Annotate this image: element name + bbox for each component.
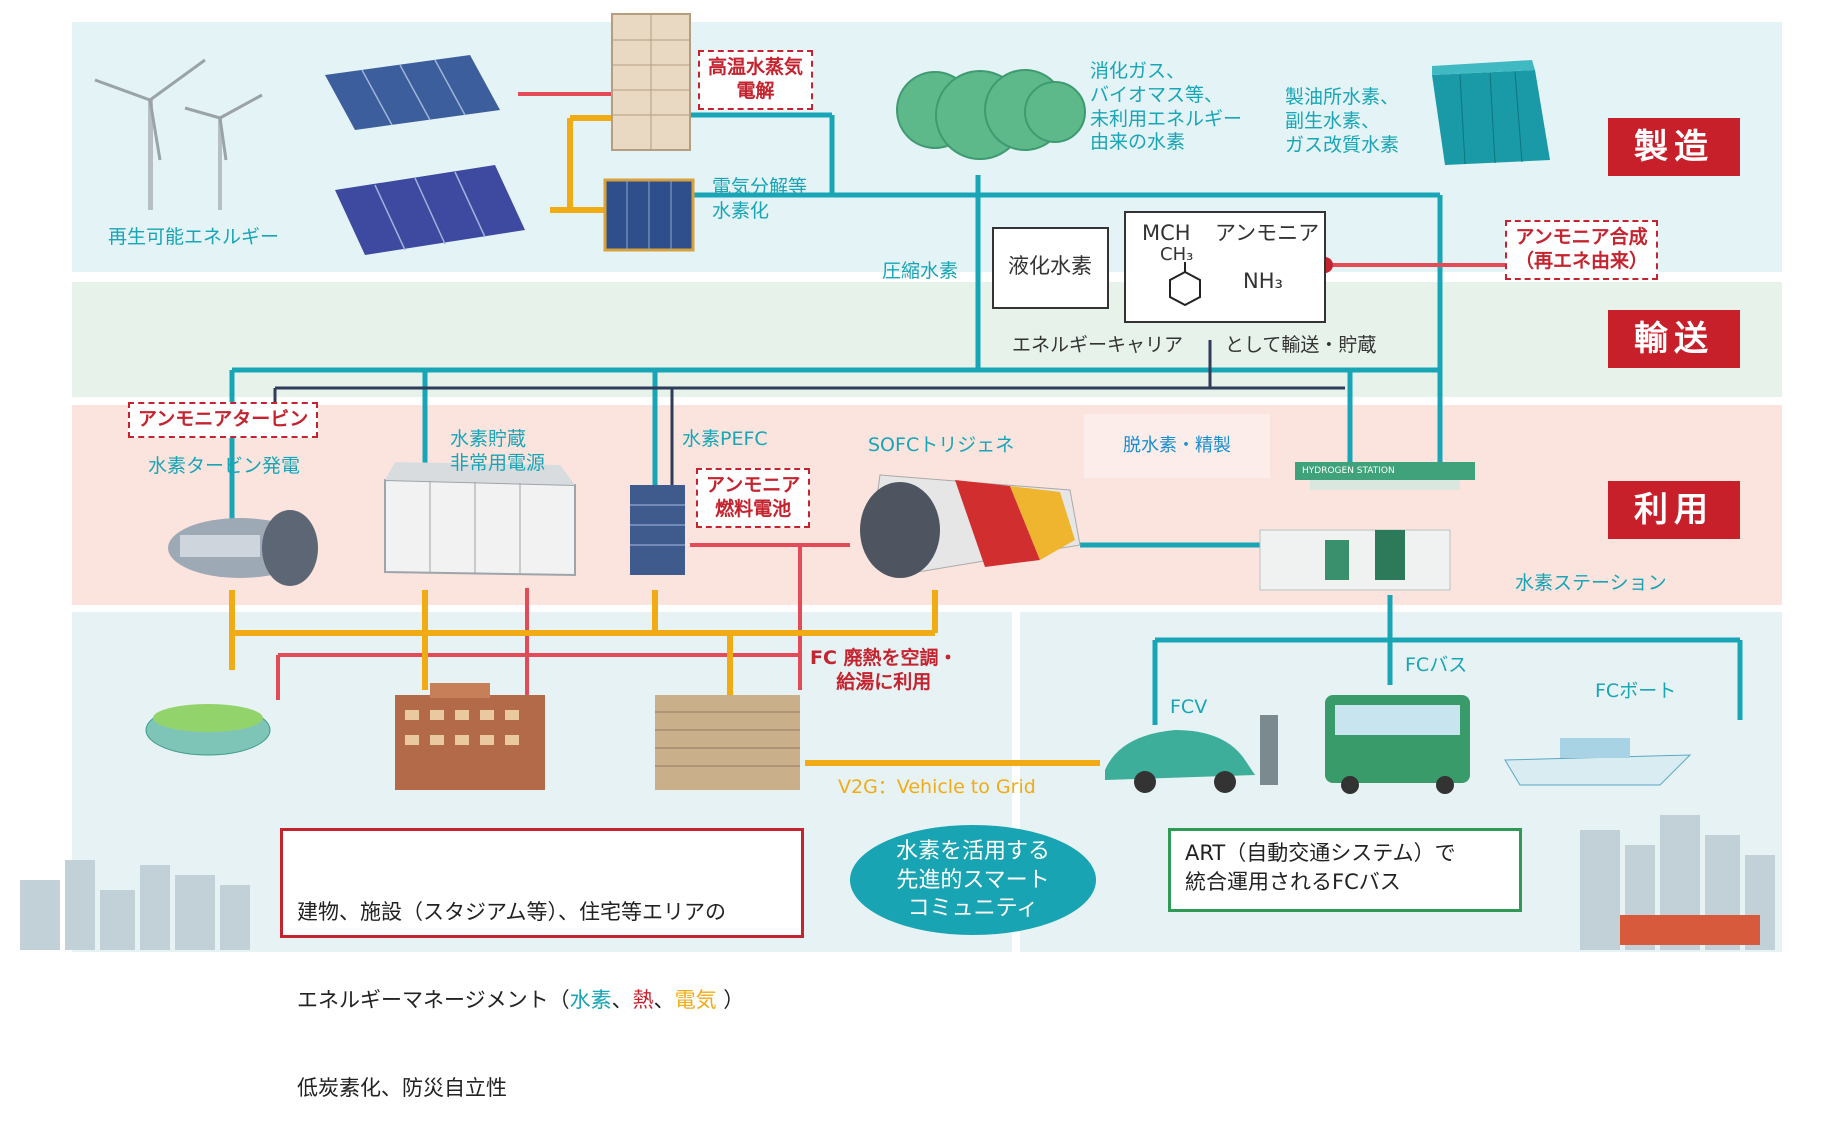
biogas-label: 消化ガス、 バイオマス等、 未利用エネルギー 由来の水素 (1090, 60, 1243, 154)
carrier-caption: エネルギーキャリア (1012, 334, 1184, 356)
liquid-hydrogen-box (992, 227, 1109, 309)
ammonia-turbine-label: アンモニアタービン (128, 402, 319, 438)
hydrogen-station-label: 水素ステーション (1515, 572, 1667, 594)
em-hydrogen-text: 水素 (569, 987, 612, 1012)
ammonia-label: アンモニア (1215, 221, 1320, 245)
em-line-1: 建物、施設（スタジアム等）、住宅等エリアの (297, 899, 727, 924)
art-bus-box: ART（自動交通システム）で 統合運用されるFCバス (1168, 828, 1522, 912)
em-line-2-prefix: エネルギーマネージメント（ (297, 987, 570, 1012)
sofc-icon (860, 474, 1081, 578)
fcv-label: FCV (1170, 696, 1208, 718)
liquid-hydrogen-label: 液化水素 (1008, 254, 1092, 278)
fcv-car-icon (1105, 715, 1278, 793)
v2g-label: V2G：Vehicle to Grid (838, 776, 1036, 798)
solar-panel-icon (325, 55, 525, 255)
smart-community-label: 水素を活用する 先進的スマート コミュニティ (895, 839, 1050, 922)
smart-community-badge (850, 825, 1096, 935)
turbine-icon (168, 510, 318, 586)
electrolysis-label: 電気分解等 水素化 (712, 176, 808, 222)
fc-heat-label: FC 廃熱を空調・ 給湯に利用 (810, 647, 958, 693)
pefc-icon (630, 485, 685, 575)
fc-boat-label: FCボート (1595, 680, 1677, 702)
carrier-caption-2: として輸送・貯蔵 (1225, 334, 1377, 356)
fc-bus-icon (1325, 695, 1470, 794)
station-sign: HYDROGEN STATION (1302, 466, 1395, 476)
em-electricity-text: 電気 (674, 987, 717, 1012)
city-skyline-left (20, 860, 250, 950)
nh3-label: NH₃ (1243, 269, 1283, 293)
compressed-hydrogen-label: 圧縮水素 (882, 260, 959, 282)
stadium-icon (145, 704, 271, 756)
hydrogen-station-icon (1259, 462, 1475, 591)
pefc-label: 水素PEFC (682, 428, 768, 450)
energy-lines (229, 115, 1100, 766)
ammonia-fc-label: アンモニア 燃料電池 (696, 468, 811, 528)
em-sep-1: 、 (611, 987, 633, 1012)
stage-transport: 輸送 (1608, 310, 1740, 368)
energy-carrier-box (1124, 211, 1326, 323)
storage-label: 水素貯蔵 非常用電源 (450, 428, 546, 474)
ammonia-synthesis-label: アンモニア合成 （再エネ由来） (1505, 220, 1659, 280)
ch3-label: CH₃ (1160, 244, 1194, 265)
em-line-2: エネルギーマネージメント（水素、熱、電気 ） (297, 986, 787, 1015)
apartment-icon (655, 695, 800, 790)
transport-band (72, 282, 1782, 397)
storage-cabinet-icon (384, 462, 576, 577)
em-sep-2: 、 (653, 987, 675, 1012)
stage-use: 利用 (1608, 481, 1740, 539)
city-skyline-right (1580, 815, 1775, 950)
hte-label: 高温水蒸気 電解 (698, 50, 814, 110)
refinery-cabinet-icon (1432, 60, 1550, 165)
wind-turbine-icon (94, 58, 263, 210)
hydrogen-lines (229, 112, 1743, 725)
em-heat-text: 熱 (632, 987, 654, 1012)
dehydrogenation-label: 脱水素・精製 (1084, 414, 1270, 478)
hte-building-icon (611, 13, 691, 151)
office-building-icon (395, 683, 545, 790)
renewable-label: 再生可能エネルギー (108, 226, 280, 248)
em-close: ） (716, 987, 745, 1012)
em-line-3: 低炭素化、防災自立性 (297, 1076, 507, 1101)
fc-bus-label: FCバス (1405, 654, 1468, 676)
carrier-lines (273, 340, 1345, 500)
electrolyzer-icon (603, 178, 695, 252)
refinery-label: 製油所水素、 副生水素、 ガス改質水素 (1285, 86, 1400, 156)
hydrogen-turbine-label: 水素タービン発電 (148, 455, 301, 477)
mch-label: MCH (1142, 221, 1191, 245)
ammonia-lines (276, 92, 1510, 705)
stage-production: 製造 (1608, 118, 1740, 176)
sofc-label: SOFCトリジェネ (868, 434, 1015, 456)
energy-management-box: 建物、施設（スタジアム等）、住宅等エリアの エネルギーマネージメント（水素、熱、… (280, 828, 804, 1100)
gas-tank-icon (896, 69, 1086, 160)
fc-boat-icon (1504, 738, 1692, 786)
diagram-canvas (20, 13, 1782, 952)
